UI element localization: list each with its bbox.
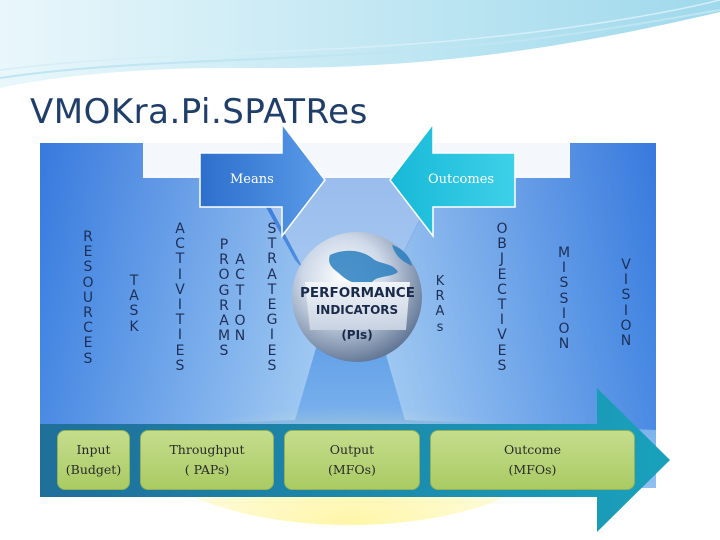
output-box: Output (MFOs) bbox=[284, 430, 420, 490]
outcome-box: Outcome (MFOs) bbox=[430, 430, 635, 490]
outcomes-arrow bbox=[389, 121, 516, 239]
header-wave bbox=[0, 0, 720, 88]
globe-text-line3: (PIs) bbox=[341, 328, 373, 342]
task-column: T A S K bbox=[129, 273, 139, 335]
input-box: Input (Budget) bbox=[57, 430, 130, 490]
programs-column: P R O G R A M S bbox=[217, 237, 231, 360]
globe-text-line1: PERFORMANCE bbox=[300, 285, 415, 301]
resources-column: R E S O U R C E S bbox=[82, 229, 94, 367]
globe-band bbox=[305, 282, 410, 330]
output-box-label: Output bbox=[329, 442, 375, 457]
kras-column: K R A s bbox=[435, 274, 445, 335]
activities-column: A C T I V I T I E S bbox=[175, 221, 185, 374]
right-fan bbox=[370, 143, 656, 430]
programs-column-2: A C T I O N bbox=[234, 252, 246, 345]
output-box-sublabel: (MFOs) bbox=[328, 462, 376, 477]
mission-column: M I S S I O N bbox=[557, 245, 571, 353]
globe-continent bbox=[329, 250, 398, 285]
left-fan bbox=[40, 143, 330, 430]
outcome-box-sublabel: (MFOs) bbox=[508, 462, 557, 477]
throughput-box-label: Throughput bbox=[169, 442, 245, 457]
globe-text-line2: INDICATORS bbox=[315, 303, 399, 317]
outcomes-label: Outcomes bbox=[428, 172, 495, 187]
input-box-sublabel: (Budget) bbox=[65, 462, 122, 477]
objectives-column: O B J E C T I V E S bbox=[496, 221, 508, 374]
page-title: VMOKra.Pi.SPATRes bbox=[30, 92, 368, 132]
header-wave-line bbox=[0, 0, 720, 71]
means-arrow bbox=[199, 121, 326, 239]
throughput-box-sublabel: ( PAPs) bbox=[184, 462, 230, 477]
vision-column: V I S I O N bbox=[620, 257, 632, 350]
outcome-box-label: Outcome bbox=[503, 442, 562, 457]
means-label: Means bbox=[230, 172, 274, 187]
throughput-box: Throughput ( PAPs) bbox=[140, 430, 274, 490]
globe-continent bbox=[392, 245, 412, 266]
strategies-column: S T R A T E G I E S bbox=[266, 221, 278, 374]
input-box-label: Input bbox=[76, 442, 111, 457]
header-wave-line bbox=[0, 9, 720, 79]
